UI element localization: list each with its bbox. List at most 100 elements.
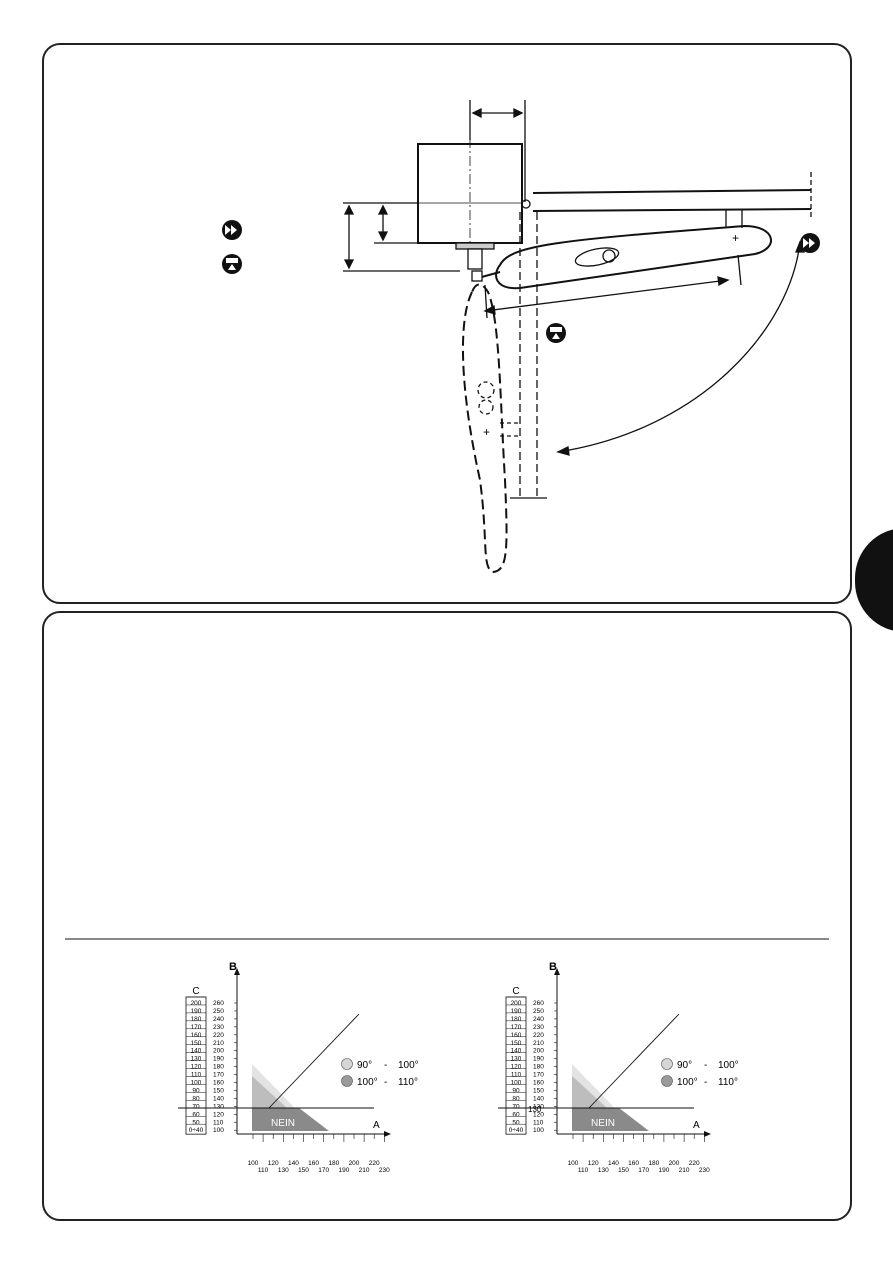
legend-from: 100°: [677, 1077, 698, 1088]
a-tick-label: 210: [359, 1167, 370, 1174]
legend-sep: -: [704, 1060, 707, 1071]
c-tick-label: 120: [191, 1064, 202, 1071]
legend-to: 100°: [718, 1060, 739, 1071]
a-tick-label: 130: [598, 1167, 609, 1174]
a-tick-label: 140: [608, 1160, 619, 1167]
c-tick-label: 120: [511, 1064, 522, 1071]
b-tick-label: 110: [533, 1119, 544, 1126]
a-tick-label: 110: [578, 1167, 589, 1174]
legend-sep: -: [704, 1077, 707, 1088]
zone-dark: [252, 1108, 329, 1131]
axis-a-label: A: [693, 1120, 700, 1131]
c-tick-label: 160: [511, 1032, 522, 1039]
legend-swatch: [341, 1058, 353, 1070]
a-tick-label: 110: [258, 1167, 269, 1174]
b-tick-label: 260: [213, 1000, 224, 1007]
legend-swatch: [341, 1075, 353, 1087]
c-tick-label: 180: [511, 1016, 522, 1023]
b-tick-label: 170: [213, 1072, 224, 1079]
b-tick-label: 230: [213, 1024, 224, 1031]
c-tick-label: 190: [511, 1008, 522, 1015]
c-tick-label: 140: [191, 1048, 202, 1055]
a-tick-label: 100: [568, 1160, 579, 1167]
c-tick-label: 60: [192, 1111, 200, 1118]
b-tick-label: 190: [533, 1056, 544, 1063]
c-tick-label: 100: [511, 1080, 522, 1087]
c-tick-label: 130: [191, 1056, 202, 1063]
c-tick-label: 200: [191, 1000, 202, 1007]
c-tick-label: 170: [191, 1024, 202, 1031]
legend-to: 110°: [718, 1077, 738, 1088]
a-tick-label: 140: [288, 1160, 299, 1167]
marked-b-value: 130: [528, 1105, 542, 1114]
c-tick-label: 150: [191, 1040, 202, 1047]
b-tick-label: 260: [533, 1000, 544, 1007]
c-tick-label: 100: [191, 1080, 202, 1087]
c-tick-label: 150: [511, 1040, 522, 1047]
b-tick-label: 240: [213, 1016, 224, 1023]
c-tick-label: 170: [511, 1024, 522, 1031]
zone-dark: [572, 1108, 649, 1131]
b-tick-label: 180: [213, 1064, 224, 1071]
c-tick-label: 130: [511, 1056, 522, 1063]
a-tick-label: 220: [689, 1160, 700, 1167]
a-tick-label: 200: [669, 1160, 680, 1167]
b-tick-label: 140: [213, 1095, 224, 1102]
c-tick-label: 60: [512, 1111, 520, 1118]
c-tick-label: 110: [511, 1072, 522, 1079]
b-tick-label: 120: [533, 1111, 544, 1118]
b-tick-label: 100: [533, 1127, 544, 1134]
c-tick-label: 80: [512, 1095, 520, 1102]
legend-swatch: [661, 1075, 673, 1087]
closing-icon: [222, 254, 242, 274]
b-tick-label: 130: [533, 1103, 544, 1110]
a-tick-label: 180: [648, 1160, 659, 1167]
a-tick-label: 160: [308, 1160, 319, 1167]
b-tick-label: 200: [213, 1048, 224, 1055]
b-tick-label: 100: [213, 1127, 224, 1134]
zone-label: NEIN: [591, 1118, 615, 1129]
c-tick-label: 80: [192, 1095, 200, 1102]
b-tick-label: 130: [213, 1103, 224, 1110]
b-tick-label: 170: [533, 1072, 544, 1079]
diagram-panel: [42, 43, 852, 604]
closing-icon: [546, 323, 566, 343]
a-tick-label: 220: [369, 1160, 380, 1167]
b-tick-label: 210: [213, 1040, 224, 1047]
legend-swatch: [661, 1058, 673, 1070]
b-tick-label: 250: [213, 1008, 224, 1015]
b-tick-label: 160: [213, 1080, 224, 1087]
plus-sign-open: +: [483, 425, 490, 439]
b-tick-label: 140: [533, 1095, 544, 1102]
a-tick-label: 120: [588, 1160, 599, 1167]
c-tick-label: 190: [191, 1008, 202, 1015]
c-tick-label: 160: [191, 1032, 202, 1039]
a-tick-label: 210: [679, 1167, 690, 1174]
a-tick-label: 160: [628, 1160, 639, 1167]
legend-to: 100°: [398, 1060, 419, 1071]
c-tick-label: 50: [512, 1119, 520, 1126]
axis-a-label: A: [373, 1120, 380, 1131]
a-tick-label: 170: [638, 1167, 649, 1174]
a-tick-label: 150: [298, 1167, 309, 1174]
c-tick-label: 90: [512, 1087, 520, 1094]
zone-label: NEIN: [271, 1118, 295, 1129]
axis-c-label: C: [512, 986, 519, 997]
c-tick-label: 70: [192, 1103, 200, 1110]
b-tick-label: 250: [533, 1008, 544, 1015]
c-tick-label: 110: [191, 1072, 202, 1079]
b-tick-label: 220: [213, 1032, 224, 1039]
legend-from: 90°: [357, 1060, 372, 1071]
c-tick-label: 70: [512, 1103, 520, 1110]
legend-sep: -: [384, 1060, 387, 1071]
c-tick-label: 140: [511, 1048, 522, 1055]
c-tick-label: 50: [192, 1119, 200, 1126]
legend-sep: -: [384, 1077, 387, 1088]
c-tick-label: 200: [511, 1000, 522, 1007]
a-tick-label: 170: [318, 1167, 329, 1174]
legend-to: 110°: [398, 1077, 418, 1088]
b-tick-label: 110: [213, 1119, 224, 1126]
